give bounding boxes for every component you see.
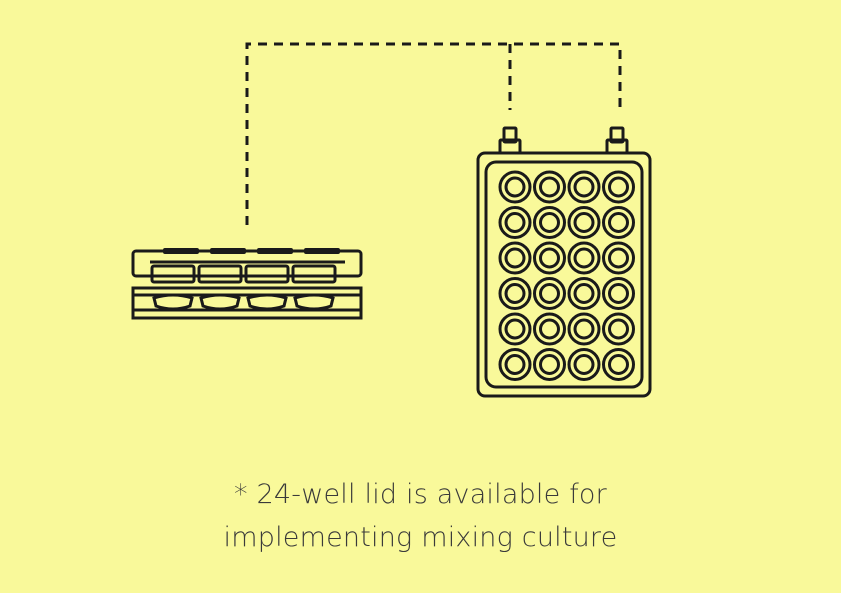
- well: [533, 312, 566, 346]
- well: [498, 348, 532, 381]
- well: [567, 277, 601, 310]
- well: [533, 206, 566, 239]
- well: [567, 206, 601, 239]
- well: [498, 312, 532, 346]
- well: [602, 206, 635, 239]
- well: [498, 170, 532, 204]
- tubing-line-main: [245, 42, 622, 225]
- dashed-tubing: [245, 42, 622, 225]
- caption-line-2: implementing mixing culture: [223, 522, 618, 553]
- well: [602, 241, 635, 275]
- plate-port-left: [498, 126, 522, 155]
- well: [533, 170, 566, 204]
- side-lid-caps: [163, 248, 340, 254]
- well-plate-top-view: [476, 126, 652, 398]
- well: [567, 241, 601, 275]
- well: [567, 348, 601, 381]
- plate-port-right: [605, 126, 629, 155]
- side-plate-base: [131, 286, 363, 320]
- well: [533, 348, 566, 381]
- well: [533, 241, 566, 275]
- plate-outer-frame: [476, 151, 652, 398]
- well: [602, 348, 635, 381]
- plate-inner-frame: [484, 160, 644, 389]
- well: [567, 312, 601, 346]
- well-grid: [498, 170, 635, 381]
- well: [498, 206, 532, 239]
- well: [533, 277, 566, 310]
- well: [602, 277, 635, 310]
- well: [498, 241, 532, 275]
- well: [567, 170, 601, 204]
- caption-line-1: * 24-well lid is available for: [234, 479, 607, 510]
- well: [602, 312, 635, 346]
- well: [602, 170, 635, 204]
- side-view-plate: [131, 248, 363, 320]
- well: [498, 277, 532, 310]
